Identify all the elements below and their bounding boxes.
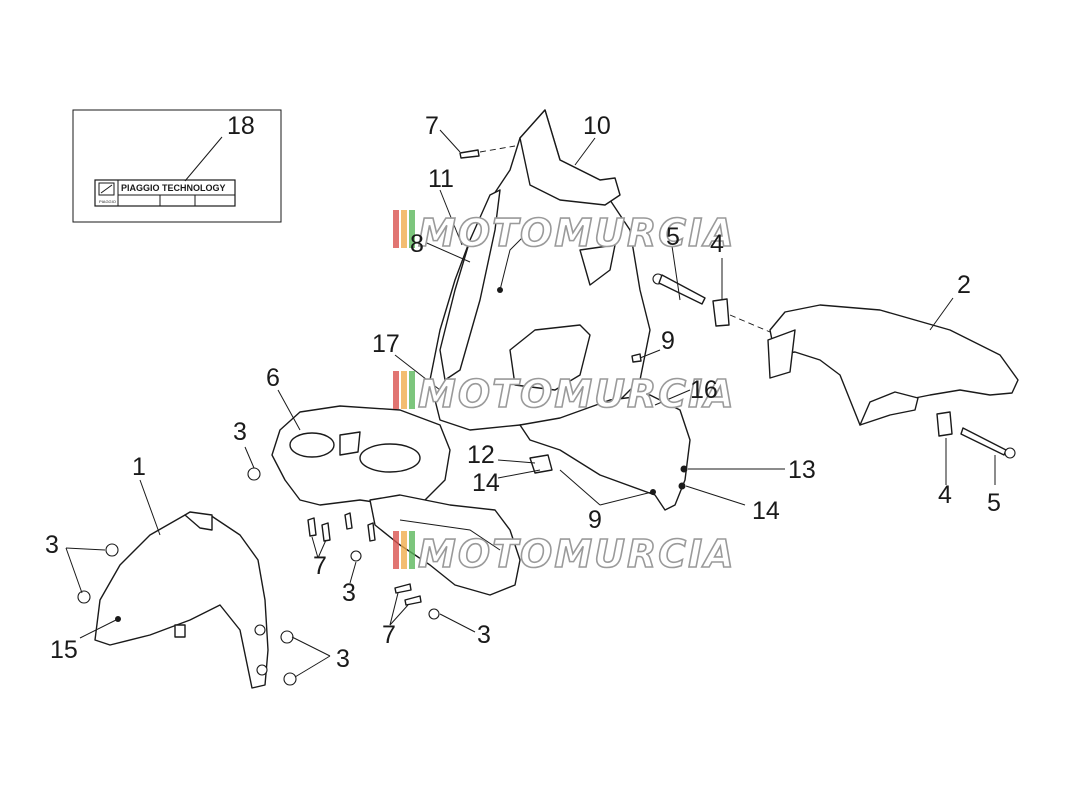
callout-9-upper: 9	[661, 327, 675, 355]
part-5-bolt-upper	[652, 273, 706, 305]
lower-inner-cover	[369, 494, 521, 596]
callout-7-lower: 7	[382, 621, 396, 649]
callout-14-left: 14	[472, 469, 500, 497]
callout-5-upper: 5	[666, 223, 680, 251]
callout-7-left: 7	[313, 552, 327, 580]
callout-10: 10	[583, 112, 611, 140]
callout-17: 17	[372, 330, 400, 358]
part-3-screws	[77, 467, 440, 686]
callout-3-left: 3	[45, 531, 59, 559]
part-9-nuts	[631, 353, 642, 363]
part-7-screws	[307, 145, 516, 606]
watermark-text-top: MOTOMURCIA	[418, 211, 736, 255]
callout-3-lower: 3	[477, 621, 491, 649]
label-18-small: PIAGGIO	[99, 199, 116, 204]
callout-2: 2	[957, 271, 971, 299]
callout-8: 8	[410, 230, 424, 258]
watermark-text-middle: MOTOMURCIA	[418, 372, 736, 416]
label-18-text: PIAGGIO TECHNOLOGY	[121, 183, 226, 193]
callout-3-center: 3	[342, 579, 356, 607]
part-2-rear-mudguard	[767, 304, 1019, 426]
watermark-middle: MOTOMURCIA	[393, 371, 736, 417]
callout-4-upper: 4	[710, 230, 724, 258]
callout-12: 12	[467, 441, 495, 469]
watermark-bottom: MOTOMURCIA	[393, 531, 736, 577]
part-1-front-mudguard	[94, 511, 269, 689]
part-4-clip-lower	[936, 411, 953, 437]
part-18-label-box: PIAGGIO TECHNOLOGY PIAGGIO	[72, 109, 282, 223]
callout-16: 16	[690, 376, 718, 404]
callout-13: 13	[788, 456, 816, 484]
callout-3-panel: 3	[233, 418, 247, 446]
callout-5-lower: 5	[987, 489, 1001, 517]
watermark-top: MOTOMURCIA	[393, 210, 736, 256]
callout-1: 1	[132, 453, 146, 481]
part-5-bolt-lower	[960, 427, 1016, 459]
callout-9-lower: 9	[588, 506, 602, 534]
callout-4-lower: 4	[938, 481, 952, 509]
callout-15: 15	[50, 636, 78, 664]
callout-11: 11	[428, 165, 454, 193]
part-4-clip-upper	[712, 298, 771, 333]
callout-3-mudguard: 3	[336, 645, 350, 673]
callout-6: 6	[266, 364, 280, 392]
callout-7-top: 7	[425, 112, 439, 140]
callout-18: 18	[227, 112, 255, 140]
watermark-text-bottom: MOTOMURCIA	[418, 532, 736, 576]
callout-labels: 1 2 3 3 3 3 3 4 4 5 5 6 7 7 7 8 9 9 10 1…	[45, 112, 1001, 673]
part-6-inner-panel	[271, 405, 451, 506]
part-10-front-shield	[429, 109, 651, 431]
leader-lines	[65, 129, 996, 678]
callout-14-right: 14	[752, 497, 780, 525]
part-16-lower-panel	[519, 394, 691, 511]
